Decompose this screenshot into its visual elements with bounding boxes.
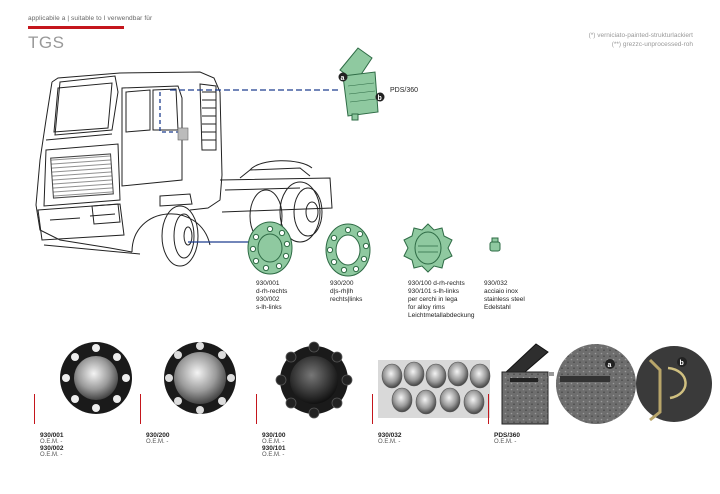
nut-cover-930-032-diagram — [489, 237, 501, 252]
photo-hub-cover-930-200 — [164, 342, 236, 414]
caption-930-200: 930/200 O.E.M. - — [146, 432, 170, 445]
callout-b-text: b — [378, 95, 382, 102]
photo-hub-cover-930-001 — [60, 342, 132, 414]
callout-a-marker — [338, 72, 348, 82]
part-label-930-001: 930/001 d-rh-rechts 930/002 s-lh-links — [256, 280, 288, 311]
caption-rule-4 — [372, 394, 373, 424]
photo-detail-a: a — [556, 344, 636, 424]
tool-box-diagram — [339, 47, 379, 121]
callout-b-marker — [375, 92, 385, 102]
caption-930-001: 930/001 O.E.M. - 930/002 O.E.M. - — [40, 432, 64, 458]
note-painted: (*) verniciato-painted-strukturlackiert — [588, 32, 693, 39]
product-photos: a b — [60, 341, 712, 425]
note-raw: (**) grezzc-unprocessed-roh — [611, 41, 693, 48]
hub-cover-930-200-diagram — [325, 223, 371, 277]
photo-detail-b: b — [636, 346, 712, 422]
caption-pds-360: PDS/360 O.E.M. - — [494, 432, 521, 445]
caption-930-032: 930/032 O.E.M. - — [378, 432, 402, 445]
caption-rule-3 — [256, 394, 257, 424]
model-title: TGS — [28, 33, 65, 52]
caption-930-100: 930/100 O.E.M. - 930/101 O.E.M. - — [262, 432, 286, 458]
photo-callout-a-text: a — [608, 362, 612, 369]
applicable-to-label: applicabile a | suitable to I verwendbar… — [28, 15, 153, 22]
photo-tool-box-pds-360 — [501, 343, 554, 425]
hub-cover-930-001-diagram — [247, 221, 293, 275]
caption-rule-2 — [140, 394, 141, 424]
truck-diagram: a b PDS/360 — [35, 47, 501, 277]
leader-lines — [159, 89, 340, 243]
hub-cover-930-100-diagram — [403, 223, 453, 273]
caption-rule-5 — [488, 394, 489, 424]
part-label-930-032: 930/032 acciaio inox stainless steel Ede… — [484, 280, 525, 311]
accent-bar — [28, 26, 124, 29]
photo-nut-covers-930-032 — [378, 360, 491, 418]
box-location-marker — [177, 127, 189, 141]
box-label: PDS/360 — [390, 87, 418, 94]
photo-callout-b-text: b — [680, 360, 684, 367]
truck-outline — [35, 71, 333, 267]
part-label-930-200: 930/200 d|s-rh|lh rechts|links — [330, 280, 363, 303]
caption-rule-1 — [34, 394, 35, 424]
photo-hub-cover-930-100 — [275, 341, 353, 419]
part-label-930-100: 930/100 d-rh-rechts 930/101 s-lh-links p… — [408, 280, 475, 319]
callout-a-text: a — [341, 75, 345, 82]
